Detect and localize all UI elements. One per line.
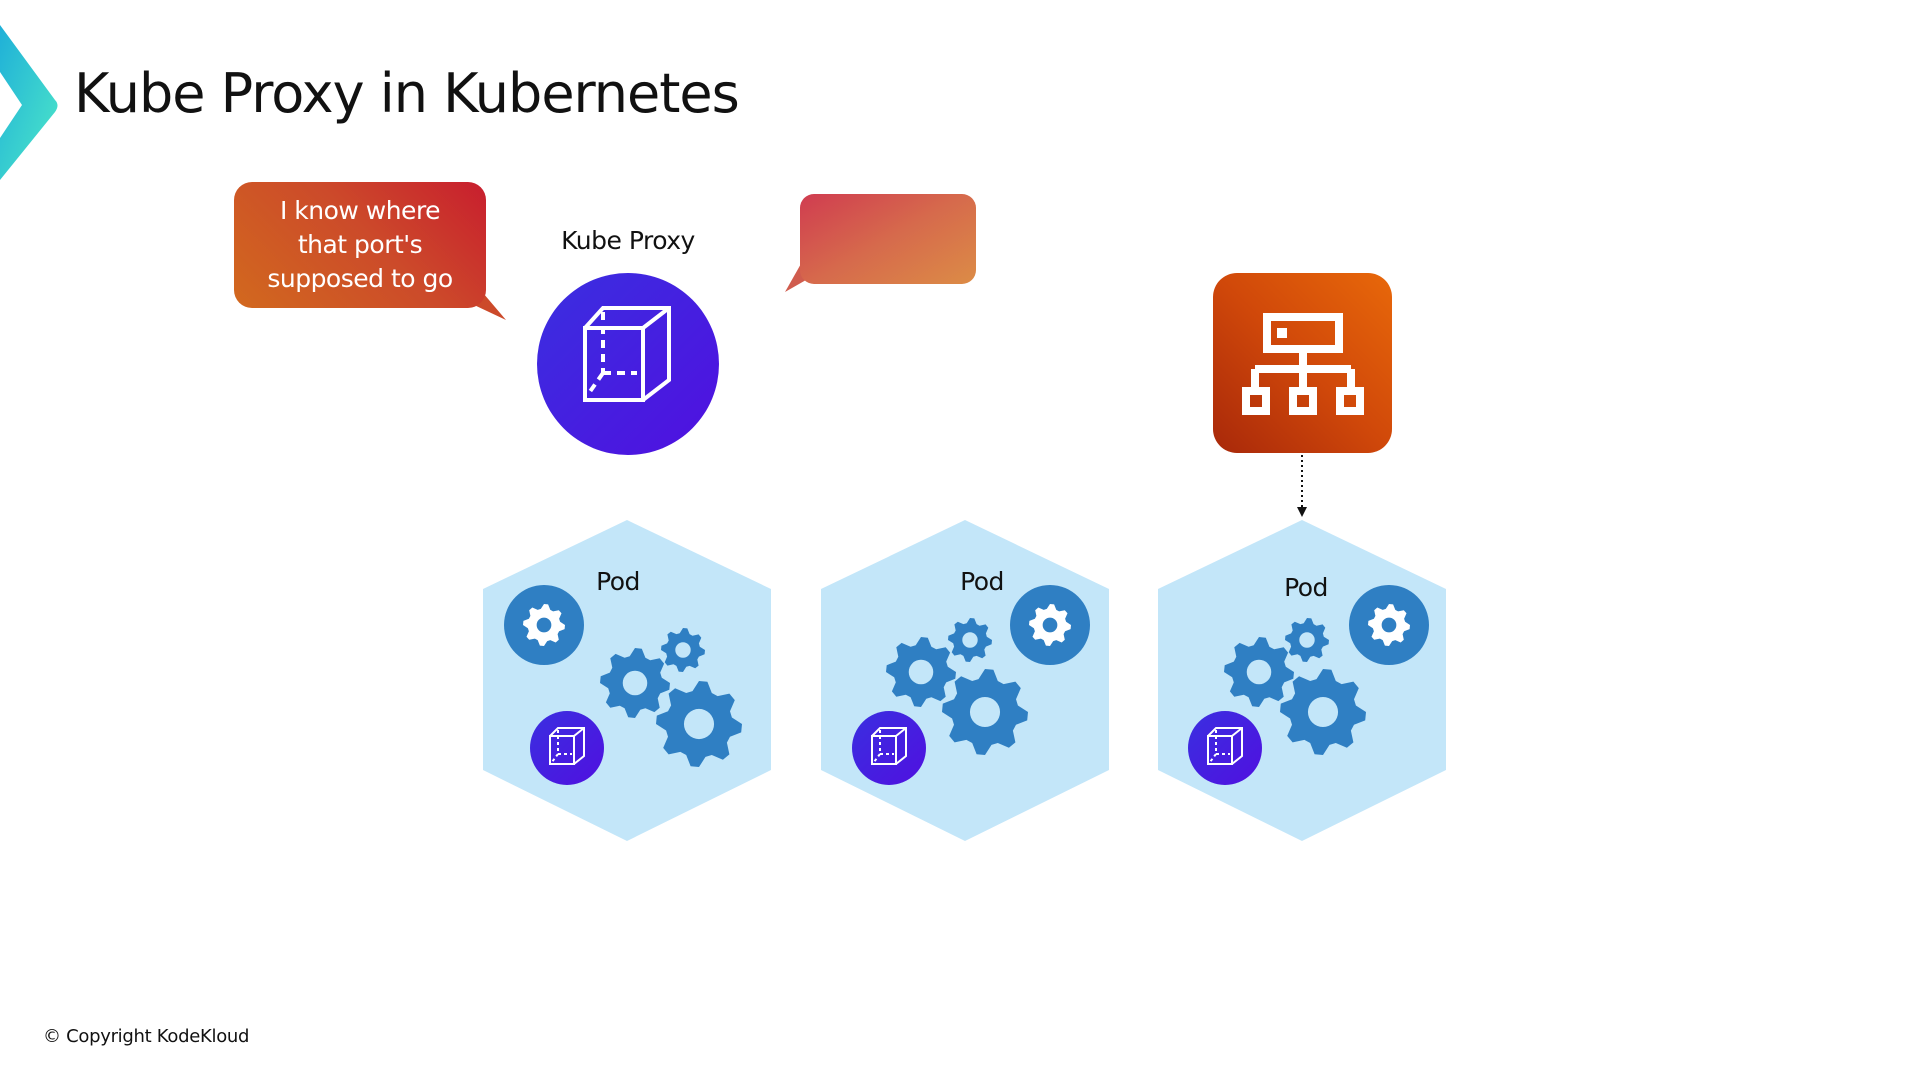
cube-icon: [871, 727, 907, 765]
kodekloud-logo-chevron: [0, 25, 58, 180]
cube-icon: [549, 727, 585, 765]
speech-line: I know where: [279, 196, 441, 225]
kube-proxy-node: [537, 273, 719, 455]
gear-icon: [886, 637, 956, 707]
pod: [1158, 520, 1446, 841]
gear-icon: [1285, 618, 1329, 662]
network-hierarchy-icon: [1242, 313, 1364, 415]
gear-icon: [1224, 637, 1294, 707]
kube-proxy-circle: [852, 711, 926, 785]
empty-speech-bubble: [800, 194, 976, 284]
speech-bubble: I know where that port's supposed to go: [234, 182, 486, 308]
speech-line: supposed to go: [267, 264, 453, 293]
cube-icon: [1207, 727, 1243, 765]
gear-icon: [600, 648, 670, 718]
container-circle: [1349, 585, 1429, 665]
gear-icon: [942, 669, 1028, 755]
gear-icon: [661, 628, 705, 672]
copyright-text: © Copyright KodeKloud: [43, 1026, 250, 1047]
pod-label: Pod: [596, 567, 640, 596]
pod-label: Pod: [1284, 573, 1328, 602]
container-circle: [504, 585, 584, 665]
gear-icon: [948, 618, 992, 662]
service-node: [1213, 273, 1392, 453]
dotted-arrow: [1297, 455, 1307, 517]
gear-icon: [1368, 604, 1410, 646]
gear-icon: [1029, 604, 1071, 646]
kube-proxy-label: Kube Proxy: [561, 226, 695, 255]
cube-icon: [583, 306, 671, 402]
container-circle: [1010, 585, 1090, 665]
kube-proxy-circle: [530, 711, 604, 785]
pod: [483, 520, 771, 841]
gear-icon: [523, 604, 565, 646]
pod-label: Pod: [960, 567, 1004, 596]
pod: [821, 520, 1109, 841]
page-title: Kube Proxy in Kubernetes: [74, 62, 740, 125]
gear-icon: [1280, 669, 1366, 755]
speech-line: that port's: [297, 230, 423, 259]
kube-proxy-circle: [1188, 711, 1262, 785]
gear-icon: [656, 681, 742, 767]
